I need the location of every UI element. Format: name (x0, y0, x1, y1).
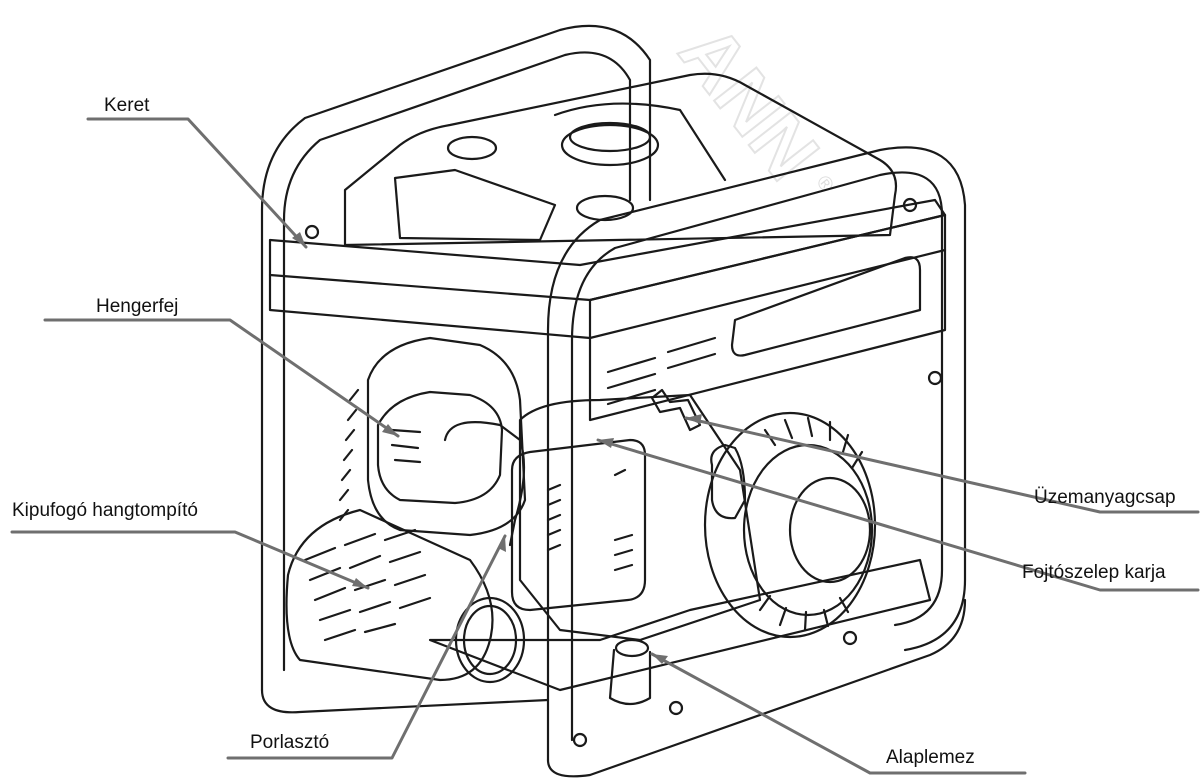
leader-kipufogo (10, 530, 370, 590)
leader-hengerfej (43, 318, 400, 438)
tank-recess (393, 168, 557, 242)
muffler-end-inner (462, 604, 518, 676)
bolt (668, 700, 684, 716)
recoil-starter (703, 411, 877, 639)
arrowhead (686, 414, 702, 424)
vent-slot (606, 356, 657, 406)
fuel-cap (560, 123, 660, 167)
panel-window (730, 256, 922, 357)
head-fins (390, 428, 422, 464)
label-hengerfej: Hengerfej (96, 296, 179, 317)
arrowhead (598, 438, 614, 448)
vent-slot (666, 336, 717, 370)
fuel-tank (343, 72, 898, 247)
base-plate (428, 558, 932, 692)
arrowhead (292, 232, 306, 247)
recoil-starter-ring (742, 443, 874, 617)
fuel-valve-lever (650, 388, 702, 432)
side-panel (588, 213, 947, 422)
muffler-end (454, 596, 526, 684)
leader-arrowheads (292, 232, 702, 664)
bolt (572, 732, 588, 748)
rear-frame-tube (260, 24, 652, 692)
leader-uzemanyagcsap (684, 416, 1200, 514)
bolt (902, 197, 918, 213)
leader-alaplemez (650, 652, 1027, 775)
arrowhead (498, 536, 506, 552)
front-rail-lower (268, 248, 947, 340)
rear-bottom-tube (260, 688, 550, 714)
fuel-cap-top (568, 121, 652, 153)
exhaust-pipe (443, 421, 526, 547)
engine-block (518, 393, 762, 642)
air-filter-ribs (613, 468, 634, 572)
leader-keret (86, 117, 308, 249)
label-alaplemez: Alaplemez (886, 747, 975, 768)
air-filter-ribs (546, 483, 562, 552)
starter-handle (710, 443, 747, 520)
muffler-slots (303, 528, 432, 642)
arrowhead (352, 578, 368, 588)
bolt (927, 370, 943, 386)
front-frame-tube-inner (570, 171, 944, 742)
tank-gauge (575, 194, 635, 222)
label-kipufogo: Kipufogó hangtompító (12, 500, 198, 521)
tank-groove (553, 102, 727, 182)
label-uzemanyagcsap: Üzemanyagcsap (1034, 487, 1176, 508)
cooling-fins (338, 388, 360, 522)
muffler-body (285, 508, 494, 682)
rear-frame-tube-inner (282, 51, 632, 672)
front-frame-tube (546, 146, 967, 762)
bolt (842, 630, 858, 646)
label-keret: Keret (104, 95, 150, 116)
leader-porlaszto (226, 534, 507, 760)
recoil-starter-hub (788, 476, 872, 584)
label-fojtoszelep: Fojtószelep karja (1022, 562, 1166, 583)
front-rail (268, 198, 947, 302)
label-porlaszto: Porlasztó (250, 732, 330, 753)
leader-lines (10, 117, 1200, 775)
bolt (304, 224, 320, 240)
bottom-tube (546, 598, 967, 778)
mount-bolt (614, 638, 650, 658)
mount-post (608, 648, 652, 706)
arrowhead (652, 654, 668, 664)
air-filter-box (510, 438, 647, 612)
leader-fojtoszelep (596, 438, 1200, 592)
arrowhead (382, 424, 398, 436)
tank-knob (446, 135, 498, 161)
cylinder-head-cover (376, 390, 504, 505)
generator-illustration (260, 24, 967, 778)
